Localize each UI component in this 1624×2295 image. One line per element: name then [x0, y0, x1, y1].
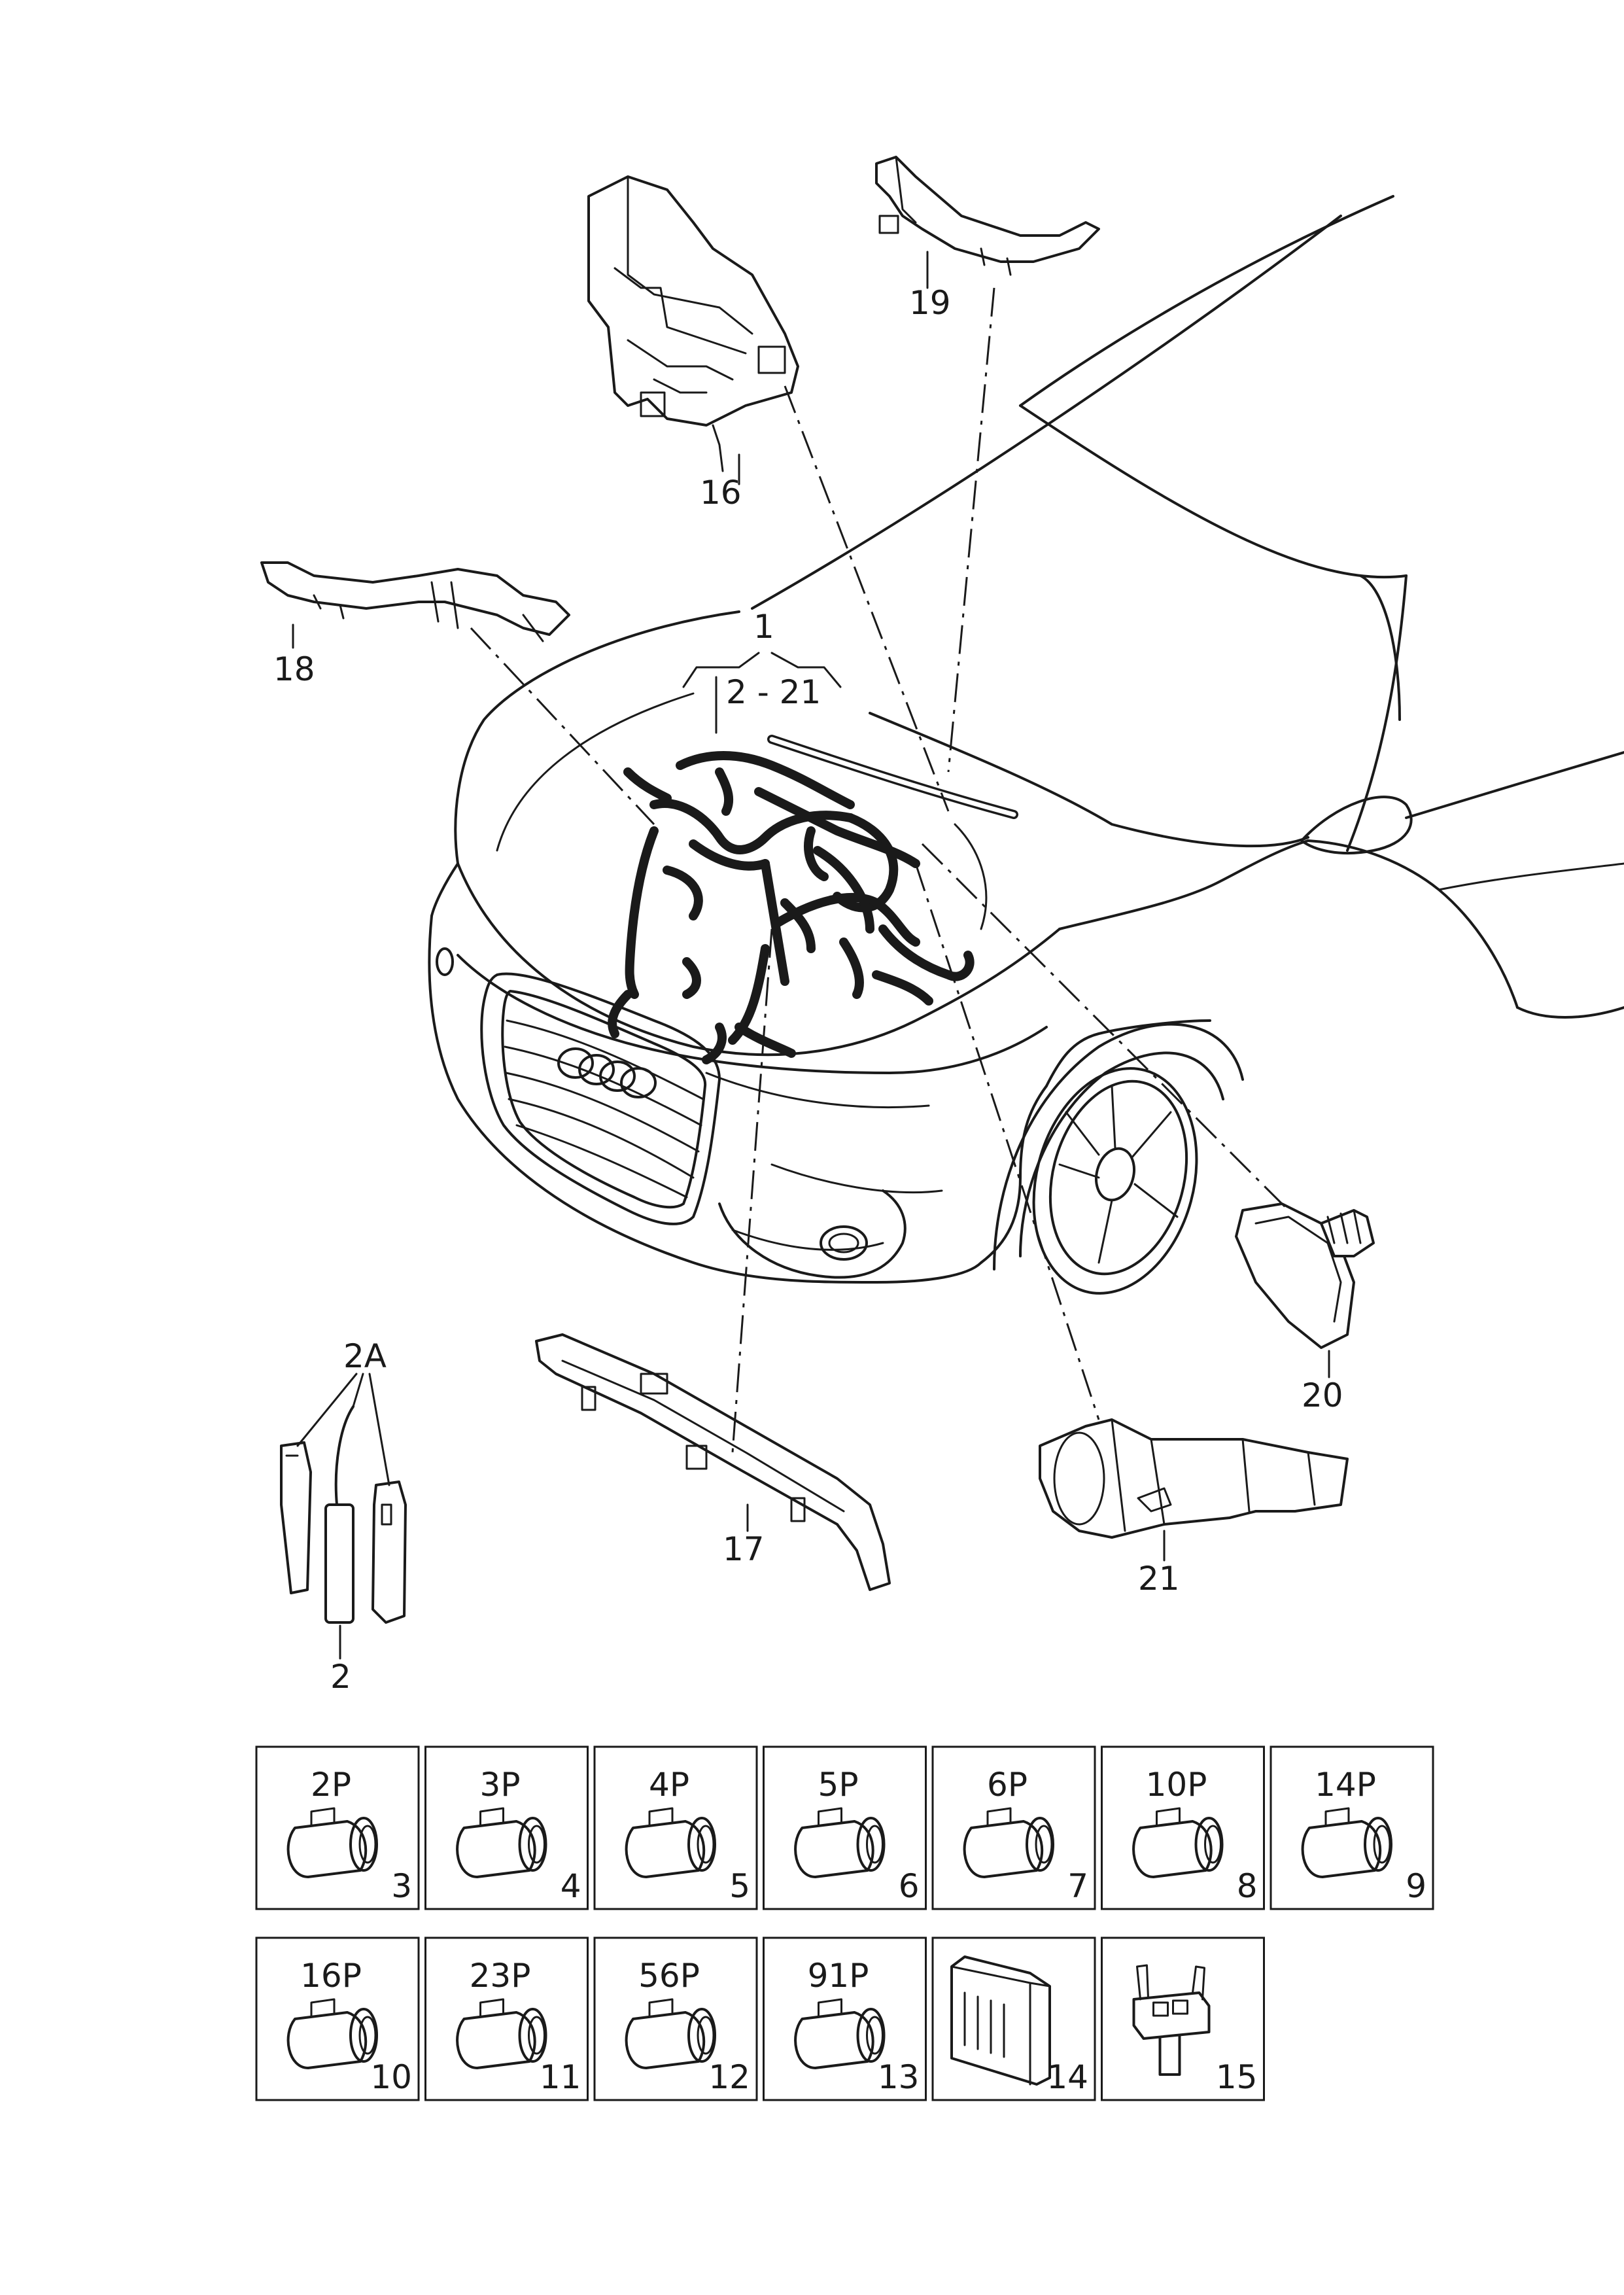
connector-icon	[456, 1998, 547, 2069]
connector-icon	[286, 1998, 378, 2069]
callout-21: 21	[1138, 1560, 1180, 1598]
callout-18: 18	[273, 650, 315, 688]
connector-box-frame	[255, 1745, 420, 1910]
connector-pin-count: 91P	[808, 1957, 869, 1995]
connector-box-frame	[931, 1745, 1096, 1910]
relay-holder-icon	[1132, 1964, 1211, 2076]
connector-box-frame	[1101, 1936, 1265, 2101]
connector-box: 56P 12	[593, 1936, 758, 2101]
connector-part-number: 9	[1406, 1867, 1426, 1905]
connector-part-number: 6	[899, 1867, 920, 1905]
connector-box: 23P 11	[424, 1936, 589, 2101]
part-20-grommet	[1235, 1202, 1375, 1349]
connector-icon	[794, 1807, 886, 1878]
connector-part-number: 3	[391, 1867, 412, 1905]
connector-part-number: 8	[1237, 1867, 1258, 1905]
logo-rings	[557, 1047, 657, 1098]
connector-box: 2P 3	[255, 1745, 420, 1910]
connector-part-number: 5	[729, 1867, 750, 1905]
connector-pin-count: 10P	[1146, 1766, 1207, 1804]
connector-box: 14P 9	[1270, 1745, 1434, 1910]
connector-pin-count: 16P	[300, 1957, 362, 1995]
connector-box-frame	[1101, 1745, 1265, 1910]
part-21-duct	[1039, 1418, 1349, 1539]
connector-box-frame	[424, 1936, 589, 2101]
connector-part-number: 10	[370, 2058, 412, 2096]
part-18-bracket	[260, 561, 570, 642]
connector-box-frame	[763, 1745, 927, 1910]
callout-2a: 2A	[343, 1337, 387, 1375]
connector-icon	[625, 1998, 716, 2069]
part-2a-cable-and-sleeves	[280, 1405, 407, 1624]
connector-pin-count: 3P	[480, 1766, 521, 1804]
wiring-harness	[608, 735, 1018, 1064]
connector-box-frame	[593, 1745, 758, 1910]
leader-lines	[292, 251, 1330, 1660]
part-16-electronics-box	[587, 175, 799, 472]
connector-pin-count: 56P	[638, 1957, 700, 1995]
callout-19: 19	[909, 284, 951, 322]
connector-part-number: 11	[540, 2058, 581, 2096]
callout-2-21: 2 - 21	[726, 673, 821, 711]
connector-pin-count: 2P	[311, 1766, 351, 1804]
connector-box: 14	[931, 1936, 1096, 2101]
connector-icon	[963, 1807, 1054, 1878]
callout-1: 1	[753, 608, 774, 646]
connector-box-frame	[255, 1936, 420, 2101]
dash-dot-lines	[470, 287, 1290, 1453]
callout-17: 17	[723, 1530, 765, 1568]
connector-box-grid: 2P 3 3P 4 4P 5 5P 6 6P 7 10P 8 14P 9 16P 10 23P 11 56P 12 91…	[255, 1745, 1434, 2101]
connector-box-frame	[1270, 1745, 1434, 1910]
connector-box-frame	[593, 1936, 758, 2101]
connector-pin-count: 14P	[1315, 1766, 1376, 1804]
connector-icon	[794, 1998, 886, 2069]
car-body-outline	[428, 195, 1624, 1295]
connector-box: 91P 13	[763, 1936, 927, 2101]
connector-part-number: 13	[878, 2058, 920, 2096]
connector-icon	[625, 1807, 716, 1878]
connector-part-number: 12	[708, 2058, 750, 2096]
connector-box: 16P 10	[255, 1936, 420, 2101]
part-19-bracket	[875, 156, 1100, 276]
connector-icon	[456, 1807, 547, 1878]
connector-icon	[286, 1807, 378, 1878]
callout-2: 2	[330, 1658, 351, 1696]
connector-part-number: 15	[1216, 2058, 1258, 2096]
relay-box-icon	[950, 1955, 1051, 2086]
connector-box: 10P 8	[1101, 1745, 1265, 1910]
connector-pin-count: 5P	[818, 1766, 859, 1804]
callout-labels: 1 2 - 21 16 19 18 20 21 17 2A 2	[273, 284, 1343, 1696]
connector-box: 6P 7	[931, 1745, 1096, 1910]
connector-box: 3P 4	[424, 1745, 589, 1910]
connector-box: 5P 6	[763, 1745, 927, 1910]
part-17-rail	[535, 1333, 891, 1591]
connector-box-frame	[763, 1936, 927, 2101]
connector-part-number: 4	[561, 1867, 581, 1905]
connector-box: 15	[1101, 1936, 1265, 2101]
connector-part-number: 7	[1067, 1867, 1088, 1905]
connector-box: 4P 5	[593, 1745, 758, 1910]
connector-pin-count: 23P	[470, 1957, 531, 1995]
connector-icon	[1301, 1807, 1392, 1878]
connector-box-frame	[424, 1745, 589, 1910]
connector-icon	[1132, 1807, 1224, 1878]
connector-box-frame	[931, 1936, 1096, 2101]
connector-part-number: 14	[1046, 2058, 1088, 2096]
connector-pin-count: 4P	[649, 1766, 689, 1804]
callout-16: 16	[700, 474, 742, 512]
connector-pin-count: 6P	[987, 1766, 1028, 1804]
callout-20: 20	[1302, 1376, 1343, 1414]
